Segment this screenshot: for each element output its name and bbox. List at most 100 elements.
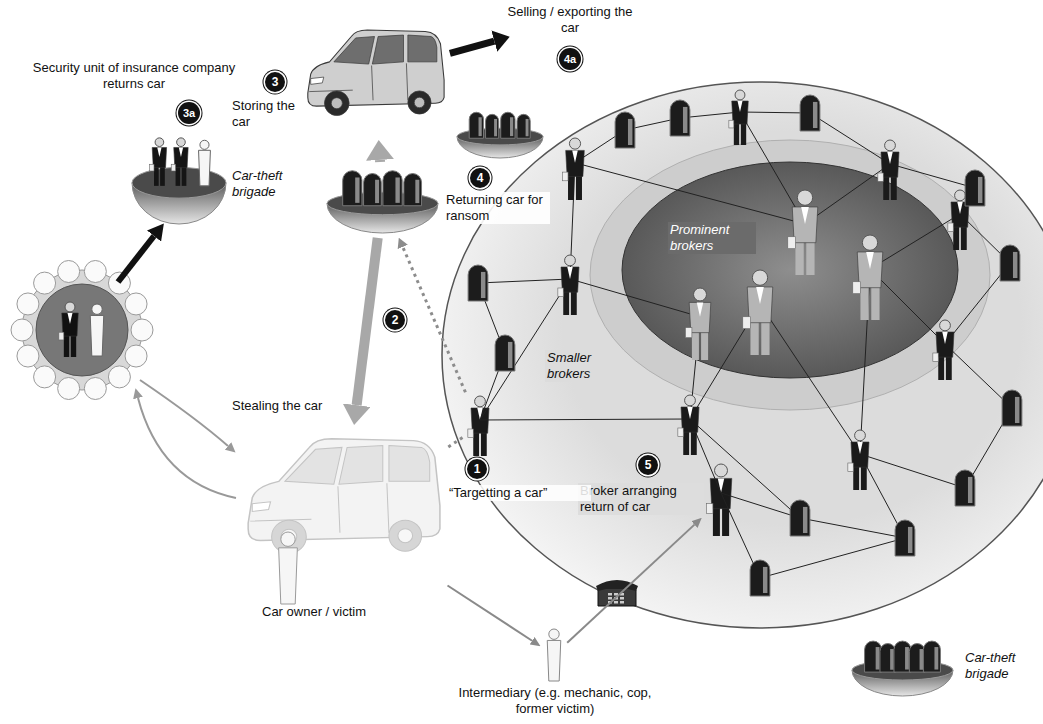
text-holder: Returning car for ransom bbox=[444, 192, 550, 224]
insurance-security-unit-shape bbox=[130, 130, 228, 226]
smaller-broker-figure bbox=[750, 560, 770, 596]
cycle-arrow bbox=[138, 398, 236, 498]
car-theft-brigade-bowl: Car-theft brigade bbox=[232, 165, 440, 235]
car-theft-brigade-bowl: Car-theft brigade bbox=[850, 636, 1035, 698]
stored-car: 3Storing the car bbox=[232, 12, 447, 137]
node-label: Car-theft brigade bbox=[232, 168, 304, 200]
prominent-core-outline bbox=[622, 162, 958, 378]
text-holder: Broker arranging return of car bbox=[578, 483, 704, 515]
ransom-brigade-bowl-shape bbox=[455, 108, 545, 160]
node-label: Intermediary (e.g. mechanic, cop, former… bbox=[455, 685, 655, 717]
smaller-broker-figure bbox=[343, 171, 362, 206]
smaller-broker-figure bbox=[404, 174, 422, 206]
text-holder: Security unit of insurance company retur… bbox=[28, 60, 240, 92]
node-label: “Targetting a car” bbox=[447, 485, 591, 501]
smaller-broker-figure bbox=[469, 112, 483, 138]
smaller-broker-figure bbox=[880, 644, 896, 673]
node-label: Storing the car bbox=[232, 98, 298, 130]
car-theft-brigade-bowl-shape bbox=[850, 636, 955, 698]
node-label: Car-theft brigade bbox=[965, 650, 1033, 682]
flow-arrow bbox=[448, 586, 533, 641]
victim-car: Car owner / victim bbox=[240, 428, 445, 624]
text-holder: Car-theft brigade bbox=[965, 650, 1033, 682]
broker-figure bbox=[706, 464, 731, 536]
smaller-broker-figure bbox=[501, 112, 515, 138]
callout-number: 1 bbox=[467, 459, 487, 479]
smaller-broker-figure bbox=[486, 114, 499, 138]
callout-number: 2 bbox=[385, 310, 405, 330]
text-holder: 5 bbox=[638, 455, 658, 475]
smaller-broker-figure bbox=[955, 470, 975, 506]
node-label: Returning car for ransom bbox=[444, 192, 550, 224]
text-holder: Prominent brokers bbox=[668, 222, 756, 254]
flow-arrow bbox=[357, 238, 378, 405]
node-label: Smaller brokers bbox=[545, 350, 611, 382]
ransom-brigade-bowl: 4Returning car for ransom bbox=[440, 108, 550, 226]
text-holder: Car owner / victim bbox=[262, 604, 412, 620]
smaller-broker-figure bbox=[1002, 390, 1022, 426]
return-broker: 5Broker arranging return of car bbox=[578, 455, 740, 539]
export-step: Selling / exporting the car 4a bbox=[500, 4, 640, 74]
insurance-security-circle bbox=[11, 261, 153, 400]
smaller-broker-ring: Smaller brokers Prominent brokers 5Broker … bbox=[440, 80, 1043, 630]
node-label: Car owner / victim bbox=[262, 604, 412, 620]
broker-ring-outline bbox=[442, 82, 1043, 628]
callout-number: 4 bbox=[470, 168, 490, 188]
node-label: Prominent brokers bbox=[668, 222, 756, 254]
smaller-broker-figure bbox=[383, 171, 402, 206]
car-drawing bbox=[308, 30, 444, 116]
node-label: Security unit of insurance company retur… bbox=[28, 60, 240, 92]
node-label: Selling / exporting the car bbox=[500, 4, 640, 36]
targeting-broker-shape bbox=[465, 395, 495, 457]
text-holder: Intermediary (e.g. mechanic, cop, former… bbox=[455, 685, 655, 717]
flow-arrow bbox=[375, 160, 385, 162]
smaller-broker-figure bbox=[468, 265, 488, 301]
security-officer-figure bbox=[150, 138, 167, 186]
callout-number: 3a bbox=[178, 102, 200, 124]
insurance-security-unit: Security unit of insurance company retur… bbox=[28, 60, 240, 226]
text-holder: 1 bbox=[467, 459, 487, 479]
smaller-broker-figure bbox=[790, 500, 810, 536]
smaller-broker-figure bbox=[670, 100, 690, 136]
person-figure bbox=[90, 304, 104, 356]
text-holder: 3a bbox=[178, 102, 200, 124]
person-figure bbox=[199, 140, 211, 186]
car-theft-brigade-bowl-shape bbox=[325, 165, 440, 235]
text-holder: Storing the car bbox=[232, 98, 298, 130]
security-officer-figure bbox=[171, 138, 188, 186]
targeting-broker: 1 “Targetting a car” bbox=[425, 395, 595, 505]
broker-figure bbox=[468, 396, 489, 456]
smaller-broker-figure bbox=[894, 641, 911, 672]
stored-car-shape bbox=[302, 12, 447, 137]
prominent-broker-core-shape bbox=[620, 160, 960, 380]
text-holder: 2 bbox=[385, 310, 405, 330]
text-holder: Selling / exporting the car bbox=[500, 4, 640, 36]
smaller-broker-figure bbox=[495, 335, 515, 371]
smaller-broker-figure bbox=[1000, 245, 1020, 281]
smaller-broker-figure bbox=[364, 174, 382, 206]
flow-arrow bbox=[450, 41, 494, 53]
smaller-broker-figure bbox=[800, 95, 820, 131]
ring-inner-lip bbox=[590, 140, 990, 410]
smaller-broker-ring-shape bbox=[440, 80, 1043, 630]
node-label: Broker arranging return of car bbox=[578, 483, 704, 515]
smaller-broker-figure bbox=[865, 641, 882, 672]
smaller-broker-figure bbox=[895, 520, 915, 556]
text-holder: 4a bbox=[559, 48, 581, 70]
car-drawing bbox=[248, 439, 440, 553]
person-figure bbox=[547, 629, 561, 681]
smaller-broker-figure bbox=[965, 170, 985, 206]
smaller-broker-figure bbox=[517, 114, 530, 138]
callout-number: 5 bbox=[638, 455, 658, 475]
return-broker-shape bbox=[704, 463, 738, 537]
smaller-broker-figure bbox=[909, 644, 925, 673]
text-holder: 4 bbox=[470, 168, 490, 188]
smaller-broker-figure bbox=[923, 641, 940, 672]
intermediary-shape bbox=[543, 628, 565, 682]
text-holder: Stealing the car bbox=[232, 398, 344, 414]
person-figure bbox=[279, 532, 298, 604]
text-holder: Smaller brokers bbox=[545, 350, 611, 382]
